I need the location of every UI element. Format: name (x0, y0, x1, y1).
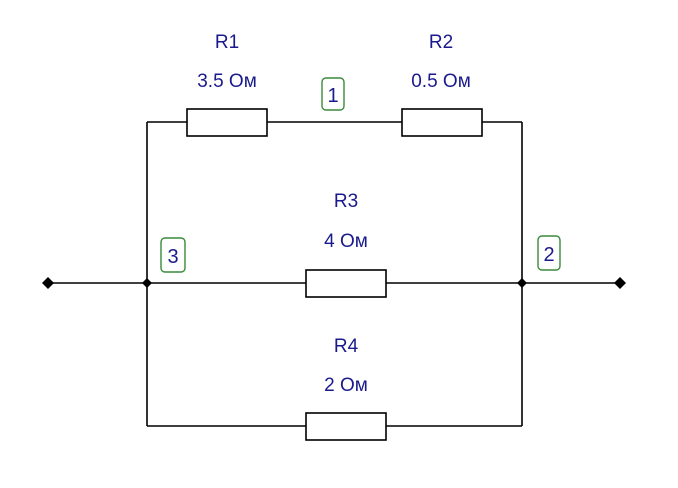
r4-value: 2 Ом (324, 375, 368, 396)
wires (48, 121, 620, 427)
r3-value: 4 Ом (324, 231, 368, 252)
junction-right (517, 278, 527, 288)
node-2-box (537, 235, 561, 271)
r2-value: 0.5 Ом (411, 71, 471, 92)
resistor-r3 (305, 269, 387, 298)
resistor-r4 (305, 412, 387, 441)
junction-left (142, 278, 152, 288)
r3-name: R3 (334, 191, 358, 212)
r4-name: R4 (334, 336, 359, 357)
resistor-r1 (186, 108, 268, 137)
terminals (42, 277, 626, 289)
r2-name: R2 (429, 32, 453, 53)
node-1-box (321, 77, 345, 111)
node-3-box (160, 237, 186, 273)
node-3-label: 3 (167, 246, 178, 268)
resistor-r2 (401, 108, 483, 137)
node-2-label: 2 (543, 244, 554, 266)
r1-value: 3.5 Ом (197, 71, 257, 92)
node-1-label: 1 (327, 85, 338, 107)
output-terminal (614, 277, 626, 289)
input-terminal (42, 277, 54, 289)
r1-name: R1 (215, 32, 239, 53)
